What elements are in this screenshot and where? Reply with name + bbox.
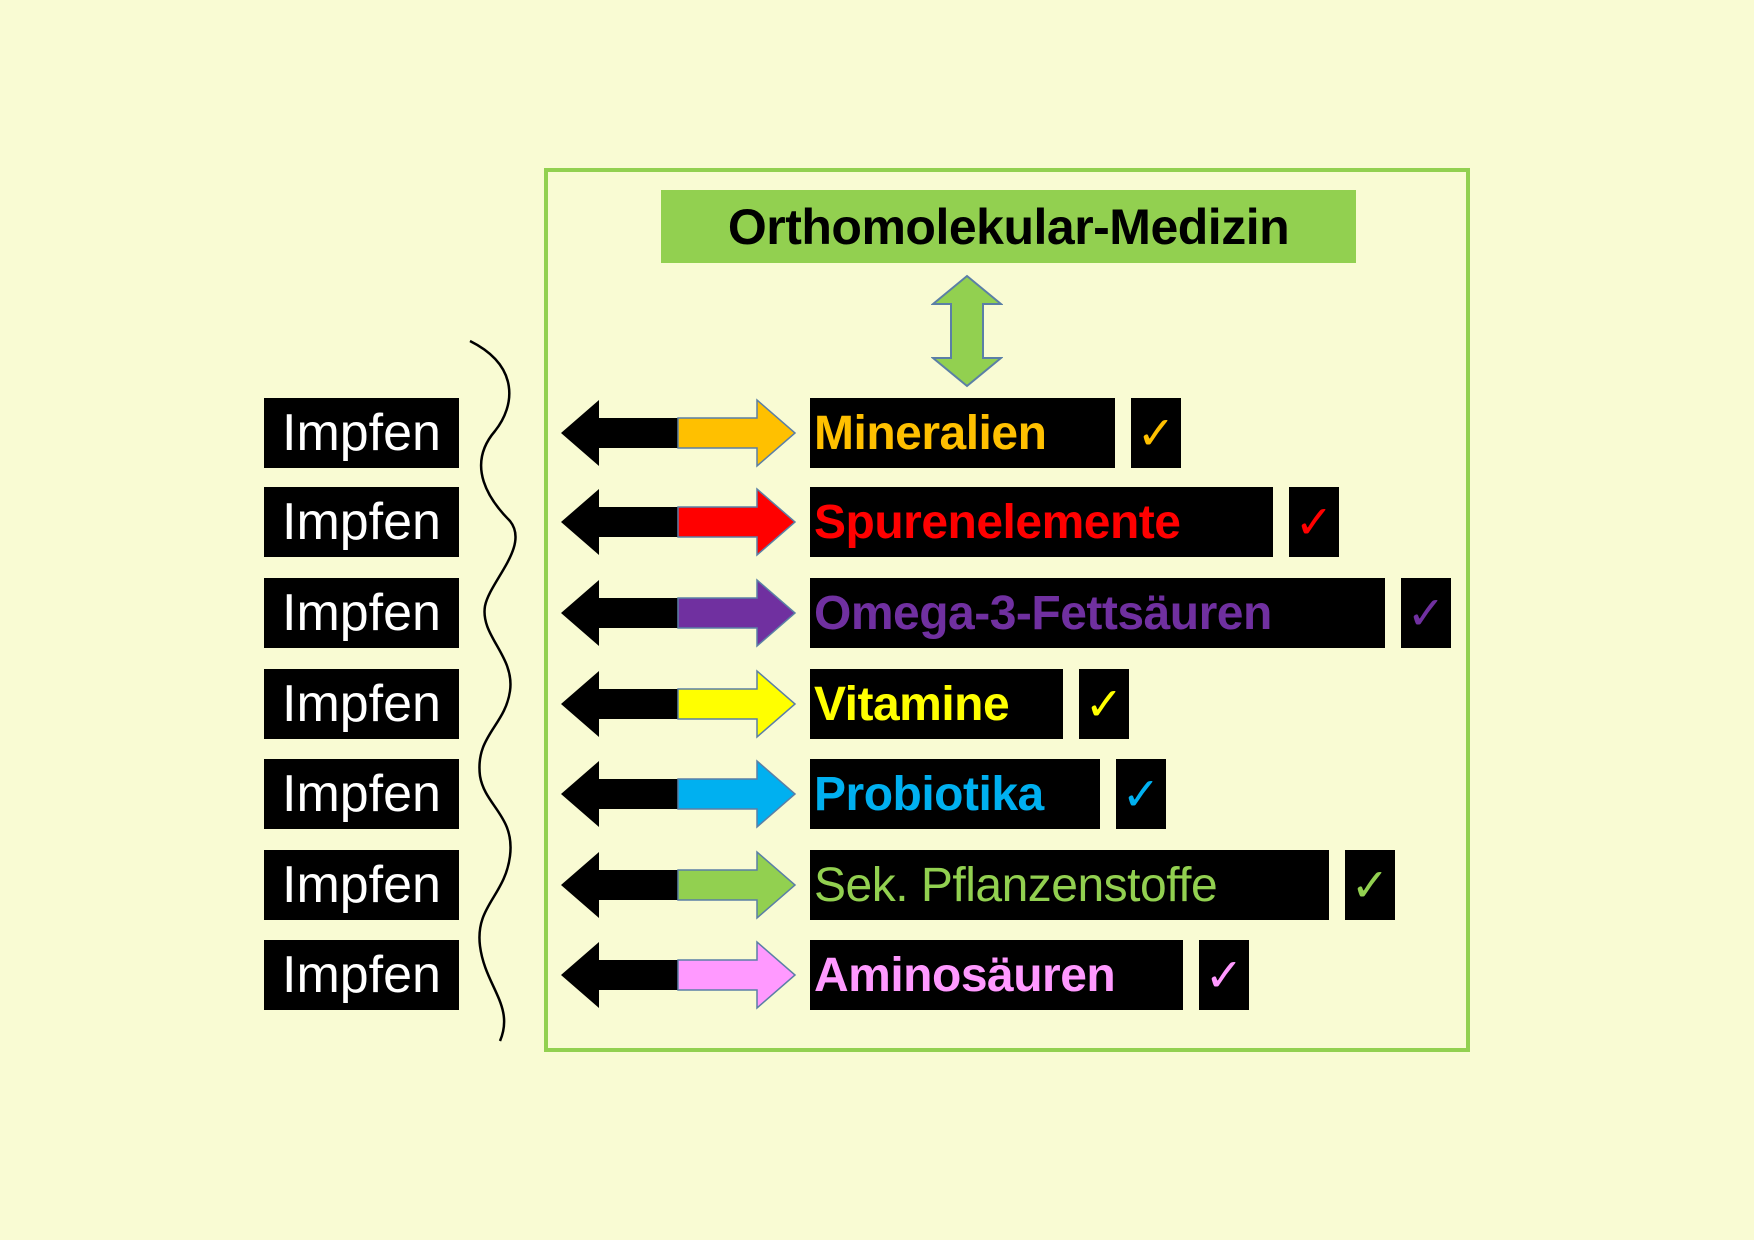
check-icon: ✓	[1289, 487, 1339, 557]
nutrient-label: Probiotika	[810, 759, 1100, 829]
check-icon: ✓	[1199, 940, 1249, 1010]
double-arrow-icon	[561, 487, 797, 557]
impfen-label: Impfen	[264, 850, 459, 920]
vertical-double-arrow-icon	[931, 274, 1003, 388]
double-arrow-icon	[561, 940, 797, 1010]
nutrient-label: Omega-3-Fettsäuren	[810, 578, 1385, 648]
impfen-label: Impfen	[264, 578, 459, 648]
wavy-brace	[469, 339, 517, 1042]
impfen-label: Impfen	[264, 398, 459, 468]
nutrient-label: Sek. Pflanzenstoffe	[810, 850, 1329, 920]
double-arrow-icon	[561, 578, 797, 648]
impfen-label: Impfen	[264, 940, 459, 1010]
double-arrow-icon	[561, 398, 797, 468]
double-arrow-icon	[561, 850, 797, 920]
title-box: Orthomolekular-Medizin	[661, 190, 1356, 263]
check-icon: ✓	[1401, 578, 1451, 648]
nutrient-label: Mineralien	[810, 398, 1115, 468]
nutrient-label: Aminosäuren	[810, 940, 1183, 1010]
check-icon: ✓	[1116, 759, 1166, 829]
double-arrow-icon	[561, 759, 797, 829]
impfen-label: Impfen	[264, 759, 459, 829]
check-icon: ✓	[1079, 669, 1129, 739]
nutrient-label: Vitamine	[810, 669, 1063, 739]
double-arrow-icon	[561, 669, 797, 739]
check-icon: ✓	[1131, 398, 1181, 468]
check-icon: ✓	[1345, 850, 1395, 920]
nutrient-label: Spurenelemente	[810, 487, 1273, 557]
orthomolecular-frame	[544, 168, 1470, 1052]
impfen-label: Impfen	[264, 669, 459, 739]
impfen-label: Impfen	[264, 487, 459, 557]
